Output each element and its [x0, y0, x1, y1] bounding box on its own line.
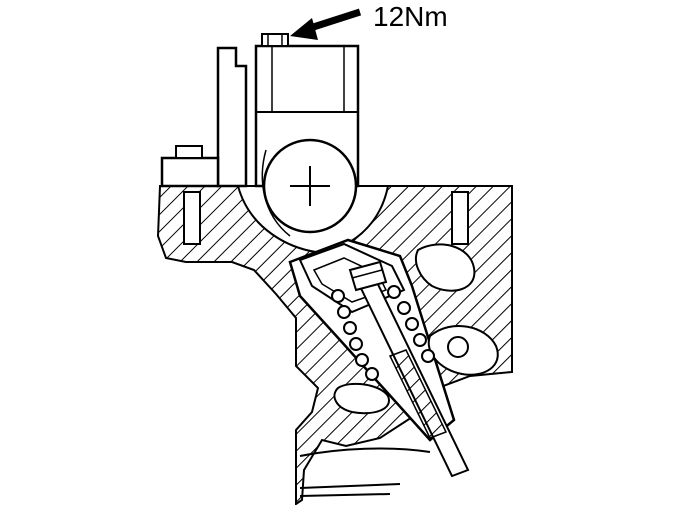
- lower-outline: [299, 447, 431, 497]
- port-cavity: [333, 382, 390, 415]
- cap-bolt: [261, 33, 289, 47]
- oil-port: [447, 336, 469, 358]
- oil-gallery-right: [414, 243, 476, 292]
- valve-stem: [348, 260, 470, 478]
- valve-spring: [331, 285, 435, 381]
- torque-callout-label: 12Nm: [373, 1, 448, 32]
- arrow-left-icon: [290, 8, 362, 40]
- bolt-hole-right: [451, 191, 469, 245]
- camshaft: [261, 138, 358, 237]
- bolt-hole-left: [183, 191, 201, 245]
- housing-bracket: [160, 46, 248, 188]
